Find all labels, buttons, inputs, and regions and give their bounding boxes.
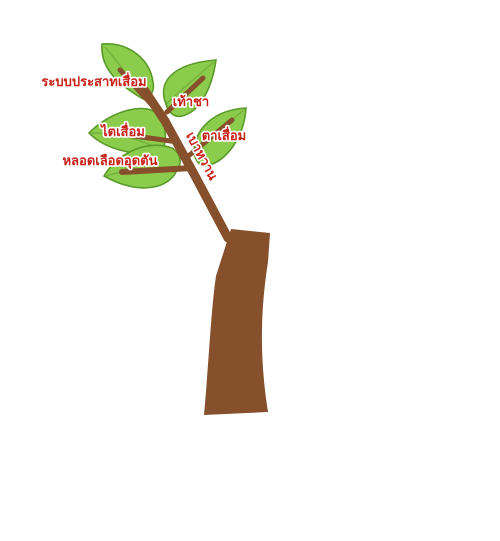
branch-vessel <box>119 165 195 175</box>
label-eye: ตาเสื่อม <box>202 126 247 144</box>
branch-nerve <box>117 67 164 118</box>
label-nerve: ระบบประสาทเสื่อม <box>41 72 146 90</box>
label-foot: เท้าชา <box>173 94 209 110</box>
branches <box>110 67 235 243</box>
branch-eye <box>183 117 235 161</box>
label-kidney: ไตเสื่อม <box>99 122 145 140</box>
label-vessel: หลอดเลือดอุดตัน <box>62 153 157 169</box>
branch-kidney <box>110 130 181 145</box>
branch-foot <box>164 75 206 115</box>
trunk <box>204 229 270 415</box>
